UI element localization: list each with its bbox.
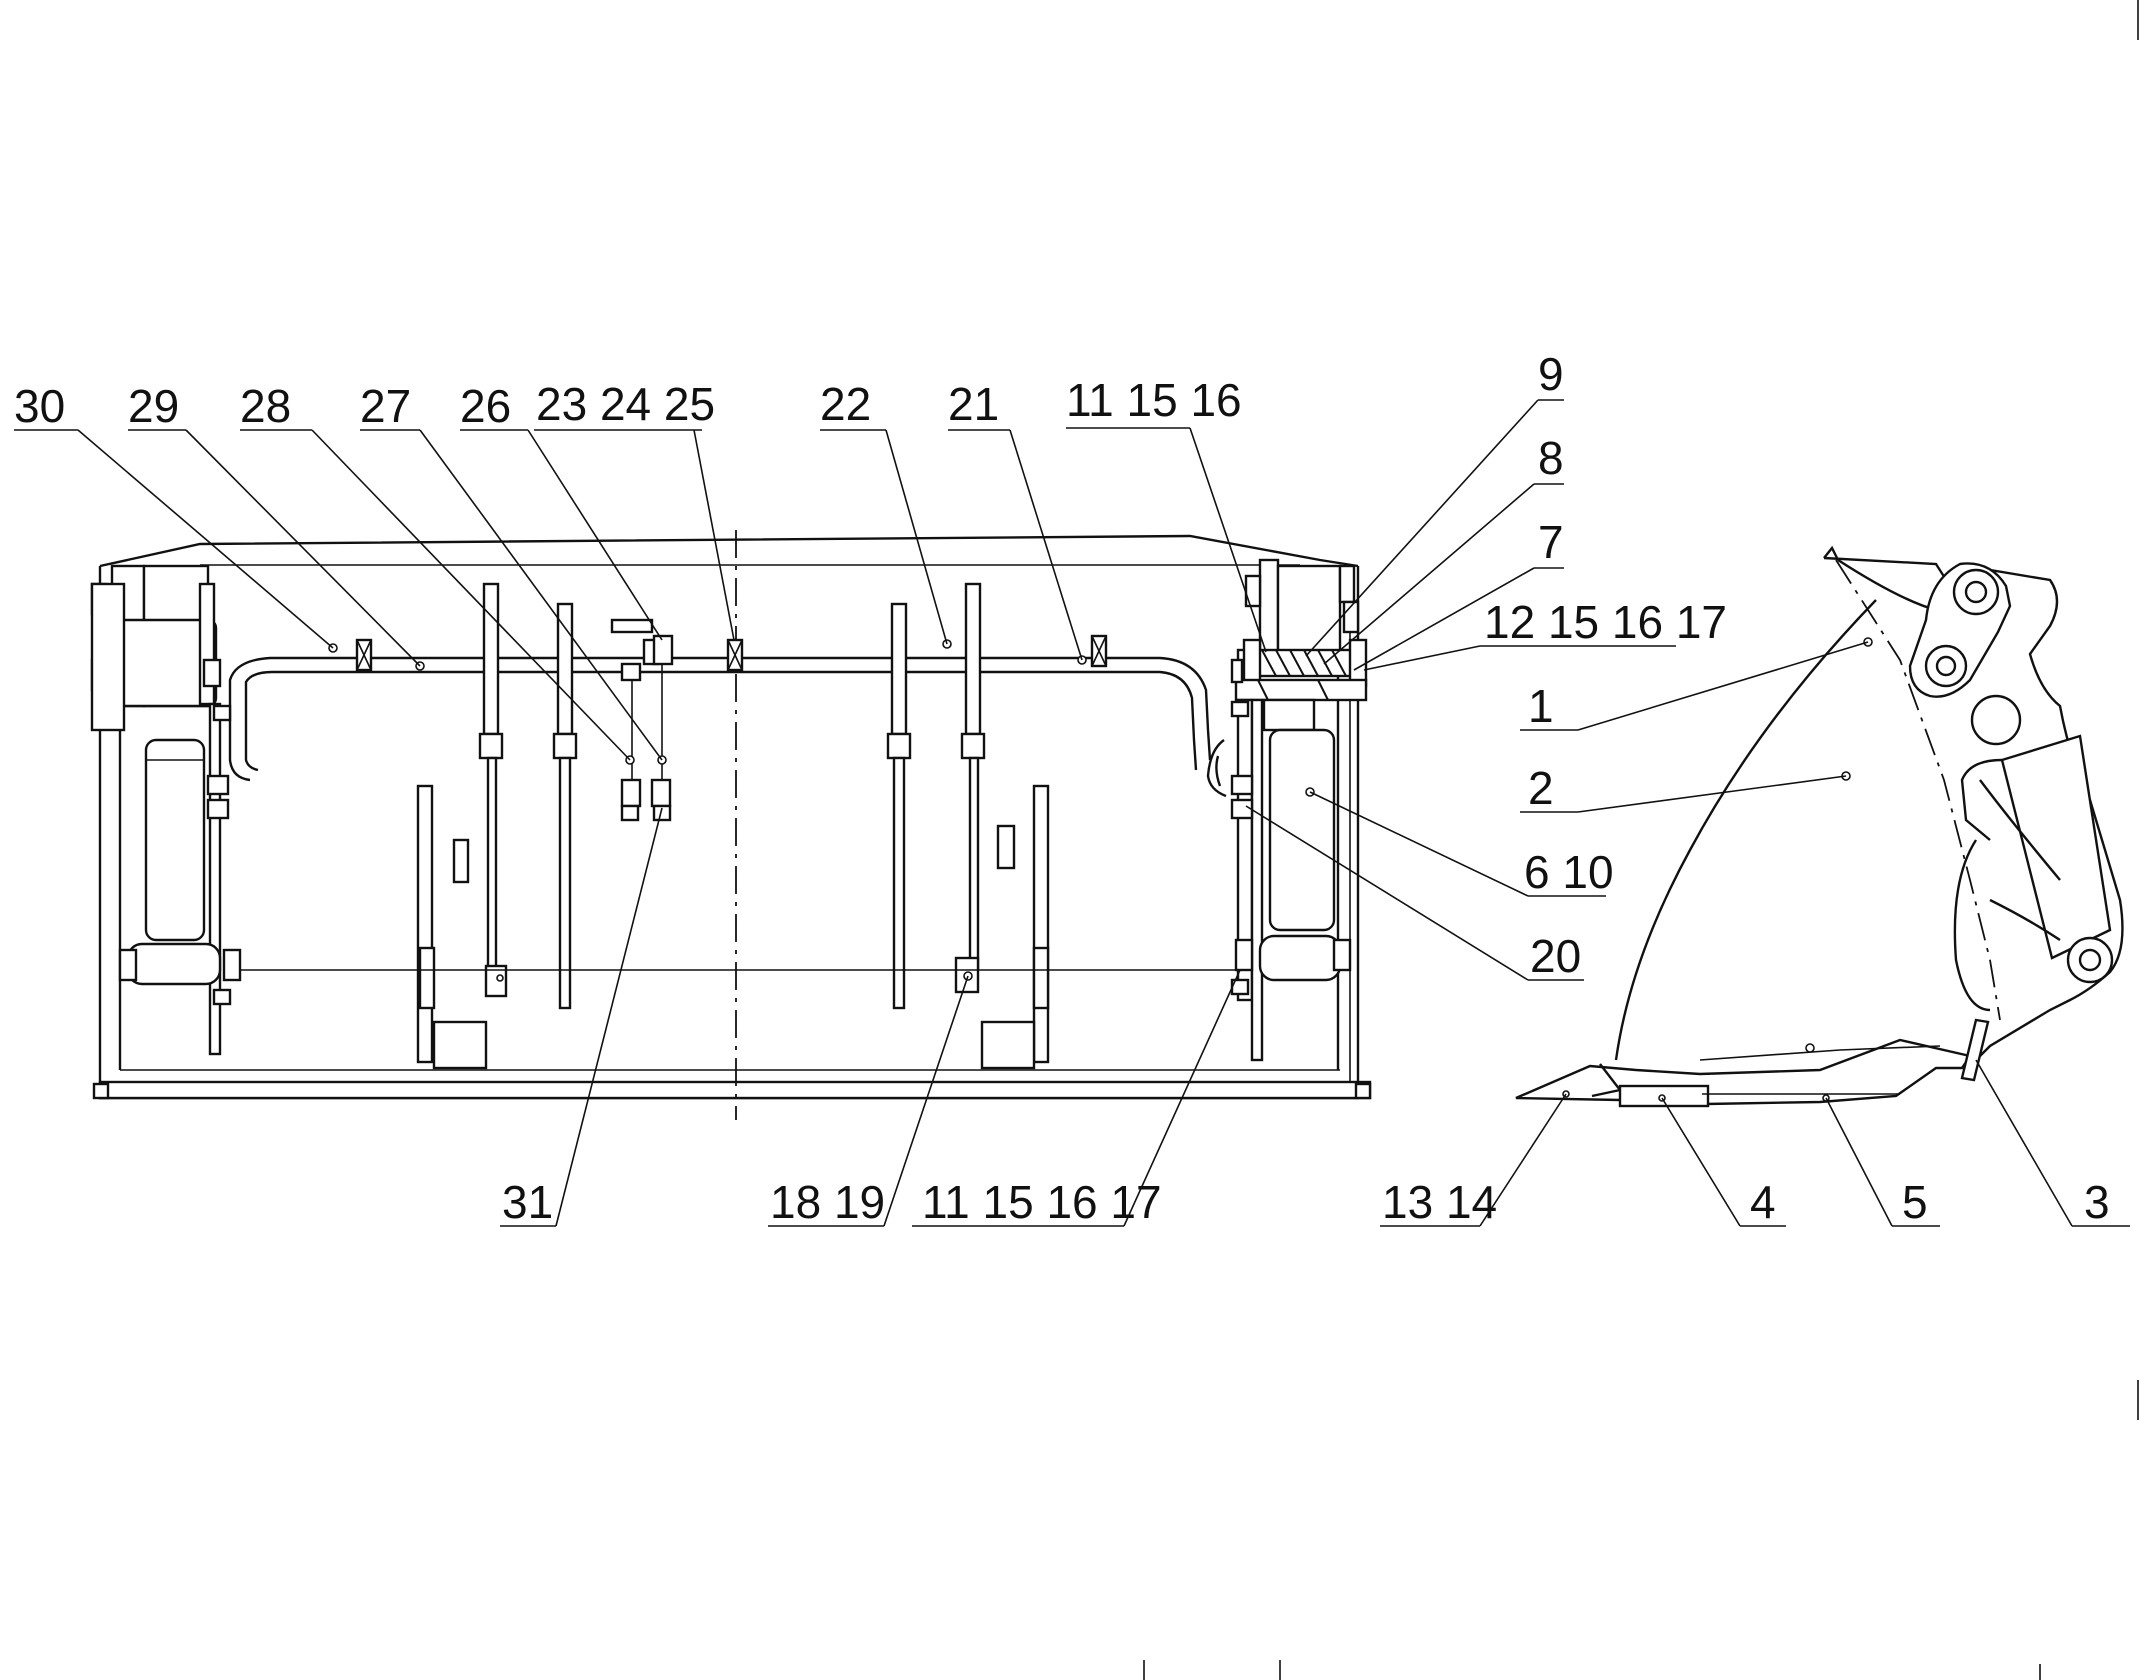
- callout-13-14: 13 14: [1382, 1176, 1497, 1228]
- callout-labels: 30 29 28 27 26 23 24 25 22 21 11 15 16 9…: [14, 348, 2110, 1228]
- callout-12-15-16-17: 12 15 16 17: [1484, 596, 1727, 648]
- callout-11-15-16-17-bottom: 11 15 16 17: [922, 1176, 1162, 1228]
- callout-5: 5: [1902, 1176, 1928, 1228]
- callout-9: 9: [1538, 348, 1564, 400]
- callout-8: 8: [1538, 432, 1564, 484]
- callout-20: 20: [1530, 930, 1581, 982]
- scan-edge-marks: [1143, 0, 2139, 1680]
- callout-18-19: 18 19: [770, 1176, 885, 1228]
- callout-26: 26: [460, 380, 511, 432]
- bucket-side-view: [1515, 545, 2124, 1108]
- callout-29: 29: [128, 380, 179, 432]
- bucket-front-view: [90, 530, 1372, 1120]
- callout-6-10: 6 10: [1524, 846, 1614, 898]
- callout-11-15-16-top: 11 15 16: [1066, 374, 1242, 426]
- callout-27: 27: [360, 380, 411, 432]
- callout-3: 3: [2084, 1176, 2110, 1228]
- leader-lines: [14, 399, 2130, 1227]
- callout-30: 30: [14, 380, 65, 432]
- callout-4: 4: [1750, 1176, 1776, 1228]
- callout-21: 21: [948, 378, 999, 430]
- callout-1: 1: [1528, 680, 1554, 732]
- callout-28: 28: [240, 380, 291, 432]
- callout-23-24-25: 23 24 25: [536, 378, 715, 430]
- callout-2: 2: [1528, 762, 1554, 814]
- callout-31: 31: [502, 1176, 553, 1228]
- callout-7: 7: [1538, 516, 1564, 568]
- callout-22: 22: [820, 378, 871, 430]
